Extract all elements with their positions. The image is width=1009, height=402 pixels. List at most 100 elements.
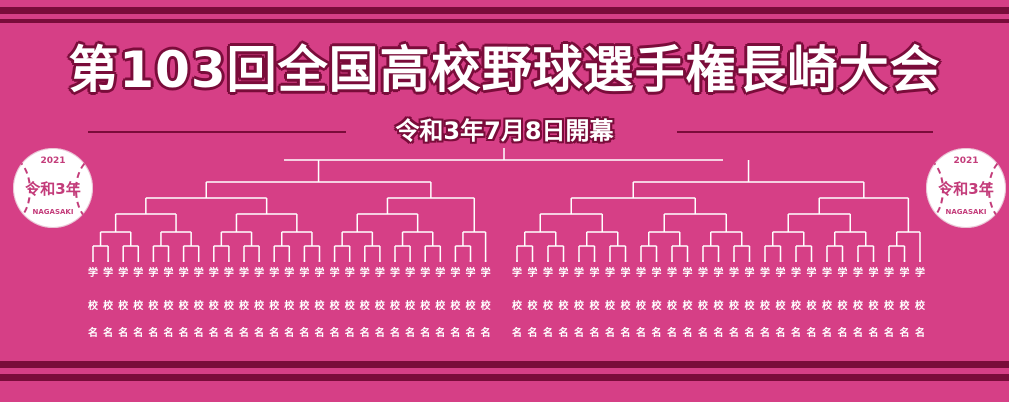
team-slot-text: 校 — [620, 301, 631, 312]
team-slot-text: 校 — [915, 301, 925, 312]
team-slot-text: 学 — [589, 268, 600, 279]
team-slot-text: 名 — [837, 328, 848, 339]
team-slot-text: 学 — [254, 268, 265, 279]
team-slot-text: 校 — [713, 301, 724, 312]
team-slot-text: 名 — [682, 328, 693, 339]
team-slot-text: 名 — [543, 328, 553, 339]
badge-city: NAGASAKI — [32, 208, 74, 216]
badge-era: 令和3年 — [25, 180, 81, 198]
team-slot-text: 名 — [103, 328, 114, 339]
team-slot-text: 学 — [760, 268, 770, 279]
badge-city: NAGASAKI — [945, 208, 987, 216]
team-slot-text: 学 — [465, 268, 476, 279]
badge-year: 2021 — [40, 156, 66, 166]
team-slot-text: 校 — [465, 301, 476, 312]
badge-era: 令和3年 — [938, 180, 994, 198]
team-slot-text: 学 — [667, 268, 677, 279]
team-slot-text: 校 — [729, 301, 739, 312]
team-slot-text: 校 — [420, 301, 431, 312]
team-slot-text: 名 — [698, 328, 708, 339]
team-slot-text: 校 — [527, 301, 538, 312]
team-slot-text: 校 — [806, 301, 817, 312]
team-slot-text: 学 — [314, 268, 325, 279]
team-slot-text: 名 — [480, 328, 491, 339]
team-slot-text: 名 — [269, 328, 280, 339]
team-slot-text: 学 — [853, 268, 863, 279]
team-slot-text: 学 — [299, 268, 310, 279]
team-slot-text: 校 — [775, 301, 786, 312]
team-slot-text: 学 — [374, 268, 385, 279]
team-slot-text: 校 — [314, 301, 325, 312]
team-slot-text: 学 — [698, 268, 708, 279]
team-slot-text: 校 — [837, 301, 848, 312]
team-slot-text: 校 — [899, 301, 910, 312]
team-slot-text: 名 — [853, 328, 863, 339]
team-slot-text: 校 — [480, 301, 491, 312]
team-slot-text: 校 — [344, 301, 355, 312]
team-slot-text: 名 — [899, 328, 910, 339]
team-slot-text: 校 — [868, 301, 879, 312]
team-slot-text: 名 — [589, 328, 600, 339]
team-slot-text: 名 — [405, 328, 416, 339]
team-slot-text: 学 — [284, 268, 295, 279]
team-slot-text: 校 — [589, 301, 600, 312]
team-slot-text: 名 — [88, 328, 98, 339]
team-slot-text: 名 — [915, 328, 925, 339]
team-slot-text: 名 — [791, 328, 801, 339]
team-slot-text: 名 — [314, 328, 325, 339]
team-slot-text: 学 — [558, 268, 569, 279]
team-slot-text: 学 — [636, 268, 646, 279]
team-slot-text: 名 — [465, 328, 476, 339]
team-slot-text: 学 — [450, 268, 461, 279]
team-slot-text: 学 — [791, 268, 801, 279]
team-slot-text: 名 — [344, 328, 355, 339]
team-slot-text: 学 — [527, 268, 538, 279]
team-slot-text: 学 — [223, 268, 234, 279]
team-slot-text: 校 — [435, 301, 446, 312]
team-slot-text: 名 — [178, 328, 189, 339]
team-slot-text: 学 — [682, 268, 693, 279]
team-slot-text: 学 — [480, 268, 491, 279]
team-slot-text: 名 — [359, 328, 370, 339]
team-slot-text: 校 — [163, 301, 174, 312]
team-slot-text: 学 — [163, 268, 174, 279]
team-slot-text: 名 — [208, 328, 219, 339]
team-slot-text: 学 — [713, 268, 724, 279]
team-slot-text: 名 — [713, 328, 724, 339]
subtitle-rule-left — [88, 131, 346, 133]
team-slot-text: 学 — [512, 268, 522, 279]
team-slot-text: 名 — [636, 328, 646, 339]
team-slot-text: 校 — [760, 301, 770, 312]
top-stripe-1 — [0, 7, 1009, 14]
team-slot-text: 学 — [193, 268, 204, 279]
team-slot-text: 名 — [148, 328, 159, 339]
team-slot-text: 学 — [178, 268, 189, 279]
team-slot-text: 学 — [822, 268, 832, 279]
team-slot-text: 校 — [558, 301, 569, 312]
team-slot-text: 校 — [744, 301, 755, 312]
team-slot-text: 名 — [651, 328, 662, 339]
team-slot-text: 学 — [239, 268, 249, 279]
team-slot-text: 校 — [791, 301, 801, 312]
team-slot-text: 名 — [775, 328, 786, 339]
team-slot-text: 名 — [435, 328, 446, 339]
team-slot-text: 名 — [527, 328, 538, 339]
team-slot-text: 学 — [868, 268, 879, 279]
team-slot-text: 校 — [405, 301, 416, 312]
team-slot-text: 名 — [223, 328, 234, 339]
team-slot-text: 校 — [543, 301, 553, 312]
team-slot-text: 学 — [329, 268, 340, 279]
team-slot-text: 校 — [299, 301, 310, 312]
team-slot-text: 名 — [420, 328, 431, 339]
team-slot-text: 校 — [148, 301, 159, 312]
team-slot-text: 名 — [299, 328, 310, 339]
team-slot-text: 校 — [605, 301, 615, 312]
team-slot-text: 名 — [133, 328, 144, 339]
team-slot-text: 校 — [193, 301, 204, 312]
team-slot-text: 名 — [284, 328, 295, 339]
team-slot-text: 学 — [729, 268, 739, 279]
team-slot-text: 校 — [574, 301, 584, 312]
team-slot-text: 校 — [374, 301, 385, 312]
team-slot-text: 学 — [359, 268, 370, 279]
